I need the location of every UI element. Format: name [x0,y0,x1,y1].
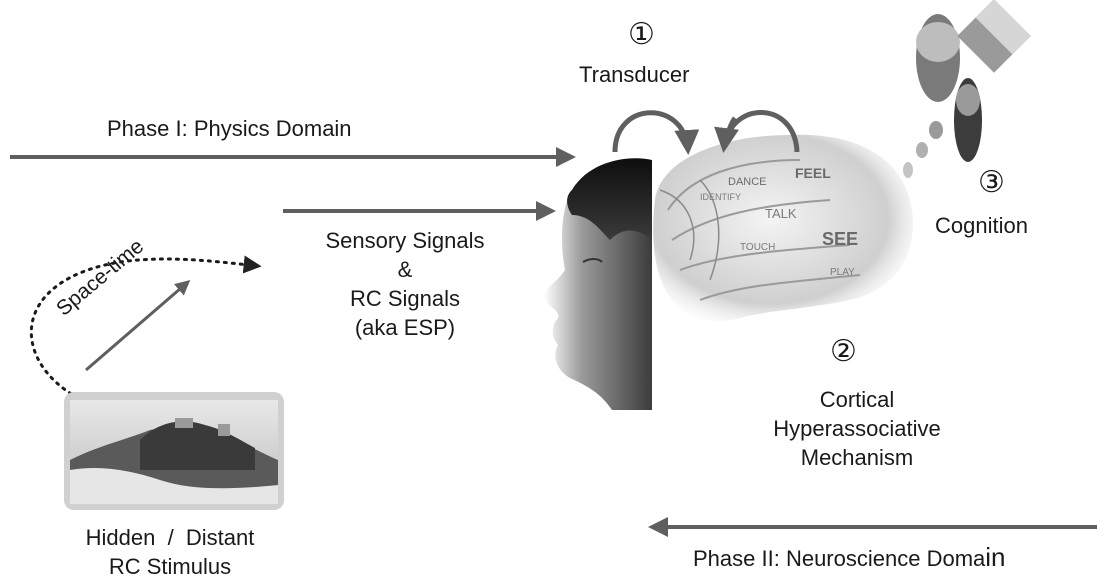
sensory-line-2: & [397,257,413,282]
cortical-line-2: Hyperassociative [773,416,941,441]
cognition-label: Cognition [935,213,1028,238]
sensory-line-3: RC Signals [349,286,461,311]
brain-word: TALK [765,206,797,221]
hidden-line-2: RC Stimulus [108,554,232,579]
hidden-line-1: Hidden / Distant [85,525,255,550]
brain-word: DANCE [728,176,767,188]
transducer-label: Transducer [579,62,690,87]
spacetime-dotted-arc [30,255,262,400]
brain-illustration: DANCE FEEL TALK SEE PLAY IDENTIFY TOUCH [653,134,913,322]
brain-word: TOUCH [740,242,775,253]
brain-word: IDENTIFY [700,192,741,202]
sensory-signals-label: Sensory Signals & RC Signals (aka ESP) [290,226,520,342]
cognition-images [903,0,1031,178]
marker-1: ① [628,18,655,51]
marker-2: ② [830,335,857,368]
sensory-line-1: Sensory Signals [325,228,485,253]
hidden-stimulus-label: Hidden / Distant RC Stimulus [50,523,290,581]
brain-word: FEEL [795,165,831,181]
phase1-label: Phase I: Physics Domain [107,116,352,141]
brain-word: PLAY [830,267,855,278]
spacetime-arrow [85,280,191,372]
cortical-line-1: Cortical [819,387,895,412]
phase2-label-suffix: in [985,542,1006,572]
phase2-label-main: Phase II: Neuroscience Doma [693,546,986,571]
cortical-line-3: Mechanism [800,445,914,470]
phase2-label: Phase II: Neuroscience Domain [693,542,1006,573]
brain-word: SEE [822,229,858,249]
rc-stimulus-photo [64,392,284,510]
cortical-label: Cortical Hyperassociative Mechanism [722,385,992,472]
sensory-line-4: (aka ESP) [354,315,456,340]
signal-waveform [259,245,559,321]
face-profile [544,158,652,410]
transducer-arrow-1 [612,110,700,155]
marker-3: ③ [978,166,1005,199]
